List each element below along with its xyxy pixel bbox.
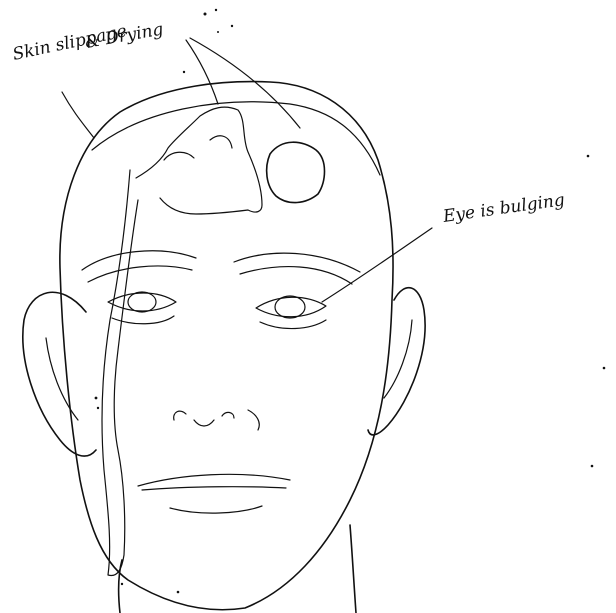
mouth-line [142, 487, 286, 490]
nose [174, 410, 260, 430]
mouth-upper [138, 474, 290, 486]
forehead-arc [92, 102, 380, 175]
left-eyebrow-lower [88, 266, 192, 282]
right-ear [368, 288, 425, 435]
right-eyebrow-lower [240, 267, 352, 284]
skin-leader-line [62, 92, 94, 138]
right-eye [256, 297, 326, 317]
forehead-patch [267, 142, 325, 202]
right-eyebrow [234, 253, 360, 272]
neck-right [350, 525, 356, 613]
skin-leader-line-2 [186, 40, 218, 104]
right-eye-lid [260, 320, 326, 329]
speckle-dots [95, 9, 606, 594]
left-iris [128, 292, 156, 312]
skin-slippage-inner [164, 136, 232, 160]
mouth-lower [170, 506, 262, 513]
left-ear-inner [46, 338, 78, 420]
right-iris [275, 296, 305, 318]
left-ear [23, 292, 96, 456]
skin-slippage-side [102, 170, 138, 576]
eye-annotation: Eye is bulging [441, 190, 566, 227]
head-outline [60, 82, 393, 610]
left-eye [108, 293, 176, 311]
skin-slippage-forehead [136, 107, 262, 214]
